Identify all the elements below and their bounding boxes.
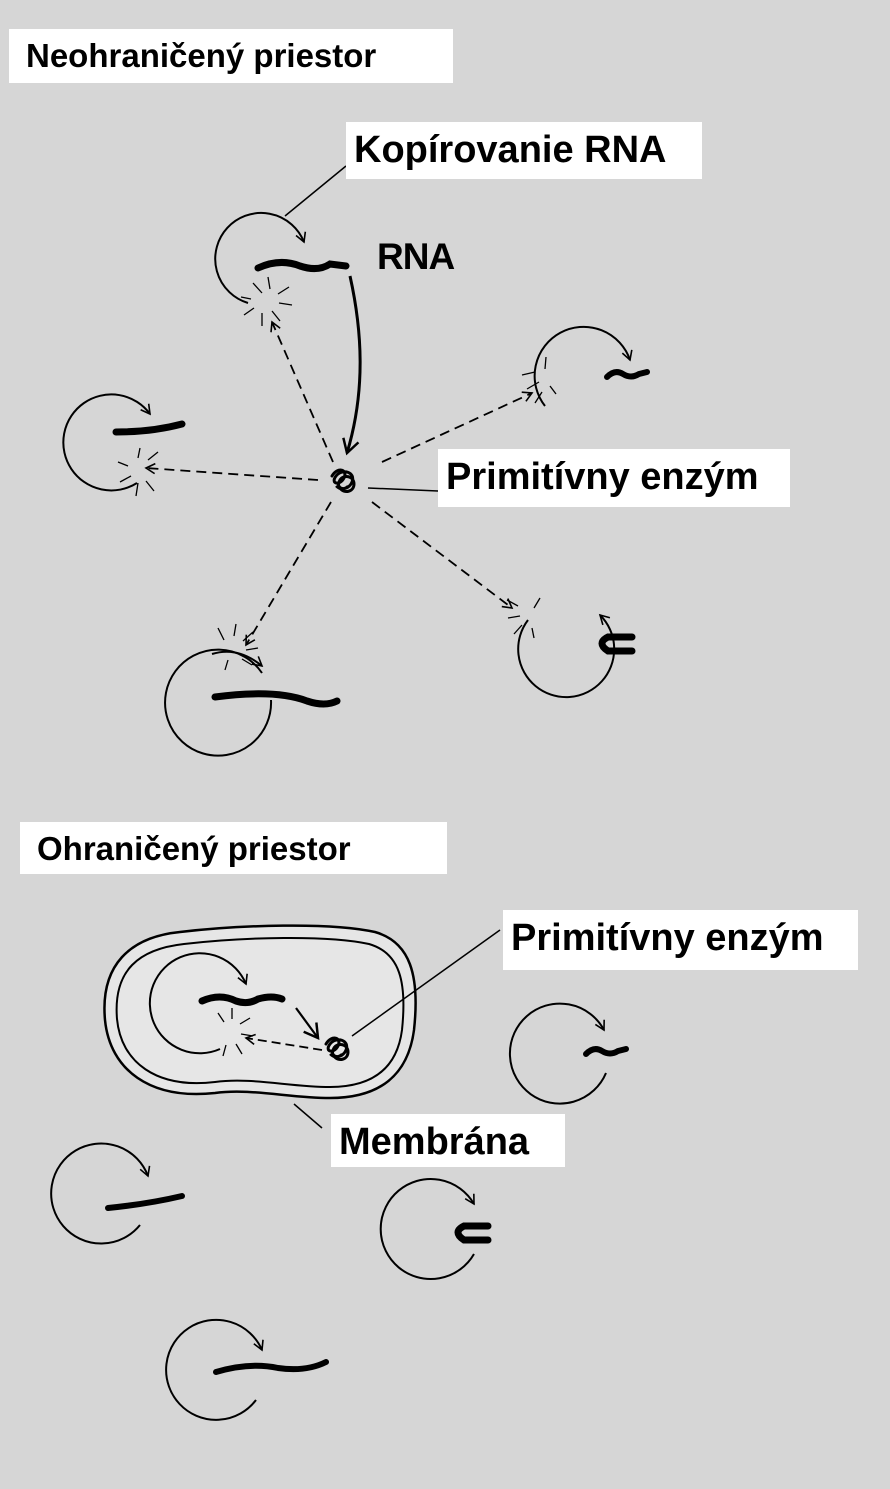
membrane: [103, 924, 417, 1100]
primitive-enzyme-label: Primitívny enzým: [438, 449, 790, 507]
rna-to-enzyme-arrow: [342, 275, 362, 456]
membrane-label: Membrána: [331, 1114, 565, 1167]
bounded-space-diagram: [50, 924, 629, 1421]
replication-cycle-bottom-right: [506, 597, 636, 699]
replication-cycle-right: [521, 325, 650, 407]
replication-cycle-bottom-left: [164, 623, 341, 757]
enzyme-leader-line-2: [351, 929, 501, 1037]
outside-cycle-left: [50, 1142, 185, 1245]
inner-rna-to-enzyme-arrow: [295, 1007, 320, 1040]
enzyme-icon-inner: [324, 1036, 350, 1061]
bounded-space-title: Ohraničený priestor: [20, 822, 447, 874]
rna-copying-label: Kopírovanie RNA: [346, 122, 702, 179]
membrane-leader-line: [293, 1103, 323, 1129]
primitive-enzyme-label-bounded: Primitívny enzým: [503, 910, 858, 970]
rna-strand: [254, 259, 350, 273]
outside-cycle-bottom: [165, 1318, 329, 1421]
enzyme-action-arrows: [144, 320, 534, 647]
outside-cycle-middle: [379, 1178, 492, 1280]
replication-cycle-top: [214, 211, 350, 326]
inner-enzyme-arrow: [244, 1033, 323, 1051]
rna-label: RNA: [377, 236, 455, 277]
unbounded-space-diagram: [62, 165, 650, 757]
catalysis-spark: [240, 276, 293, 326]
enzyme-icon: [330, 468, 356, 493]
enzyme-leader-line: [367, 487, 439, 492]
copying-leader-line: [284, 165, 347, 217]
unbounded-space-title: Neohraničený priestor: [9, 29, 453, 83]
replication-cycle-inner: [148, 952, 286, 1057]
outside-cycle-right: [508, 1002, 629, 1105]
replication-cycle-left: [62, 393, 186, 497]
